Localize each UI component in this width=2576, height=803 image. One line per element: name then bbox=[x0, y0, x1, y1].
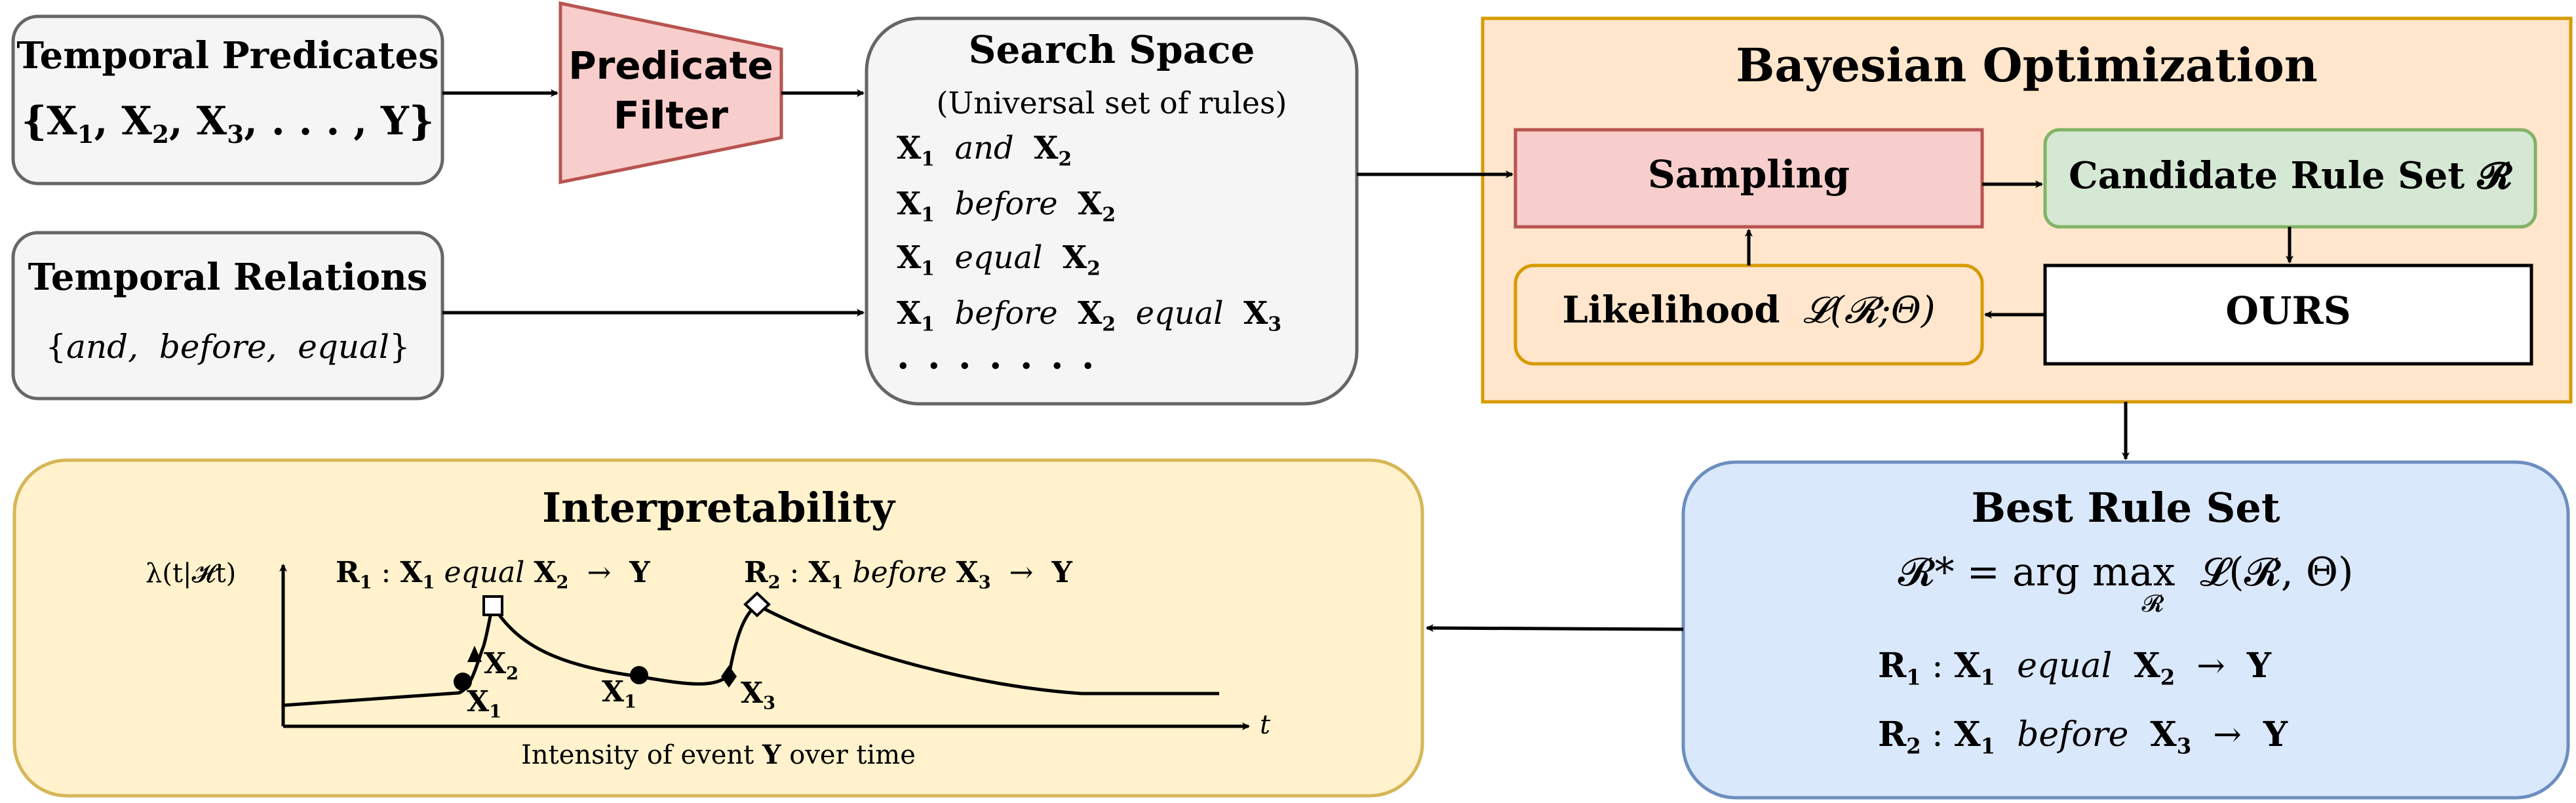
interp-caption: Intensity of event Y over time bbox=[521, 739, 916, 770]
marker-label-x2: X2 bbox=[484, 647, 519, 684]
interp-rule-2-rel: before bbox=[852, 556, 947, 589]
marker-diamond bbox=[743, 591, 771, 617]
best-title: Best Rule Set bbox=[1971, 484, 2280, 532]
predicate-filter-label: Predicate Filter bbox=[560, 41, 781, 140]
best-rule-2: R2 : X1 before X3 → Y bbox=[1878, 715, 2288, 759]
likelihood-label: Likelihood 𝓛(𝓡;Θ) bbox=[1515, 288, 1982, 332]
search-space-subtitle: (Universal set of rules) bbox=[936, 85, 1287, 121]
intensity-plot bbox=[279, 564, 1250, 730]
interp-box bbox=[12, 458, 1424, 798]
search-rule-1: X1 and X2 bbox=[897, 130, 1072, 171]
best-box bbox=[1681, 460, 2570, 800]
predicates-set: {X1, X2, X3, . . . , Y} bbox=[21, 98, 435, 149]
predicates-title: Temporal Predicates bbox=[16, 34, 439, 77]
interp-rule-2: R2 : X1 before X3 → Y bbox=[744, 556, 1072, 593]
relations-title: Temporal Relations bbox=[28, 256, 428, 299]
filter-line2: Filter bbox=[613, 93, 729, 138]
relations-box bbox=[11, 231, 444, 401]
relation-and: and, bbox=[66, 328, 139, 366]
search-rule-1-rel: and bbox=[954, 130, 1014, 166]
relations-set: {and, before, equal} bbox=[45, 328, 410, 366]
best-formula: 𝓡* = arg max 𝓡 𝓛(𝓡, Θ) bbox=[1683, 549, 2568, 617]
search-rule-4: X1 before X2 equal X3 bbox=[897, 295, 1282, 336]
filter-line1: Predicate bbox=[568, 43, 773, 88]
bayes-title: Bayesian Optimization bbox=[1736, 38, 2318, 92]
predicate-filter-shape bbox=[558, 1, 783, 185]
best-rule-2-rel: before bbox=[2017, 715, 2129, 754]
marker-x2 bbox=[467, 646, 482, 662]
marker-label-x3: X3 bbox=[741, 676, 776, 714]
search-rule-3: X1 equal X2 bbox=[897, 239, 1101, 281]
sampling-label: Sampling bbox=[1647, 152, 1850, 197]
search-rule-2: X1 before X2 bbox=[897, 186, 1116, 227]
marker-label-x1-a: X1 bbox=[467, 685, 502, 722]
sampling-box bbox=[1513, 128, 1984, 229]
predicates-box bbox=[11, 14, 444, 186]
search-rule-3-rel: equal bbox=[954, 239, 1043, 276]
arrow-best-interp bbox=[1426, 624, 1684, 633]
interp-xlabel: t bbox=[1260, 710, 1271, 740]
marker-x1-a bbox=[454, 673, 472, 691]
marker-square bbox=[482, 595, 503, 616]
marker-label-x1-b: X1 bbox=[602, 675, 637, 713]
ours-label: OURS bbox=[2225, 288, 2351, 333]
search-space-title: Search Space bbox=[968, 28, 1255, 72]
likelihood-word: Likelihood bbox=[1562, 288, 1780, 332]
search-rule-4-rel2: equal bbox=[1135, 295, 1224, 332]
best-formula-rhs: 𝓛(𝓡, Θ) bbox=[2200, 549, 2354, 595]
candidate-label: Candidate Rule Set 𝓡 bbox=[2069, 154, 2512, 197]
search-rule-2-rel: before bbox=[954, 186, 1058, 222]
relation-equal: equal bbox=[298, 328, 389, 366]
intensity-curve bbox=[283, 602, 1219, 707]
marker-x1-b bbox=[630, 666, 648, 684]
best-formula-lhs: 𝓡* = arg max bbox=[1898, 549, 2176, 595]
interp-title: Interpretability bbox=[542, 484, 895, 532]
marker-x3 bbox=[721, 665, 737, 688]
best-rule-1: R1 : X1 equal X2 → Y bbox=[1878, 646, 2271, 690]
interp-ylabel: λ(t|𝓗t) bbox=[146, 558, 237, 589]
relation-before: before, bbox=[159, 328, 277, 366]
search-rule-4-rel1: before bbox=[954, 295, 1058, 332]
ours-box bbox=[2043, 264, 2533, 366]
search-space-box bbox=[865, 16, 1359, 406]
search-ellipsis: . . . . . . . bbox=[897, 334, 1097, 378]
best-rule-1-rel: equal bbox=[2017, 646, 2113, 686]
likelihood-formula: 𝓛(𝓡;Θ) bbox=[1803, 289, 1936, 332]
interp-rule-1-rel: equal bbox=[444, 556, 525, 589]
interp-rule-1: R1 : X1 equal X2 → Y bbox=[336, 556, 650, 593]
